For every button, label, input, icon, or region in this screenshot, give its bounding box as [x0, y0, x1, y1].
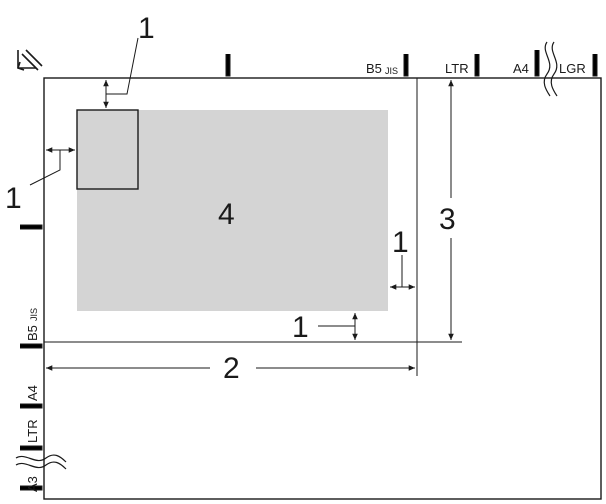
left-ruler-marks — [20, 224, 43, 491]
left-label-ltr: LTR — [25, 419, 40, 443]
top-ruler-marks — [225, 50, 598, 77]
callout-height: 3 — [439, 203, 456, 236]
small-document — [76, 109, 139, 190]
top-label-a4: A4 — [513, 61, 529, 76]
left-label-b5-sub: JIS — [29, 308, 39, 321]
top-label-b5: B5 — [366, 61, 382, 76]
left-label-b5: B5 — [25, 325, 40, 341]
callout-bottom-margin: 1 — [292, 311, 309, 344]
top-label-lgr: LGR — [559, 61, 586, 76]
callout-width: 2 — [223, 352, 240, 385]
lgr-break-icon — [543, 41, 558, 97]
top-label-b5-sub: JIS — [385, 66, 398, 76]
callout-scan-area: 4 — [218, 198, 235, 231]
document-corner-arrow-icon — [17, 49, 43, 71]
left-label-a3: A3 — [25, 476, 40, 492]
leader-lines — [29, 37, 403, 327]
top-label-ltr: LTR — [445, 61, 469, 76]
callout-top-margin: 1 — [138, 12, 155, 45]
a3-break-icon — [15, 454, 67, 470]
left-label-a4: A4 — [25, 385, 40, 401]
callout-left-margin: 1 — [5, 182, 22, 215]
callout-right-margin: 1 — [392, 226, 409, 259]
